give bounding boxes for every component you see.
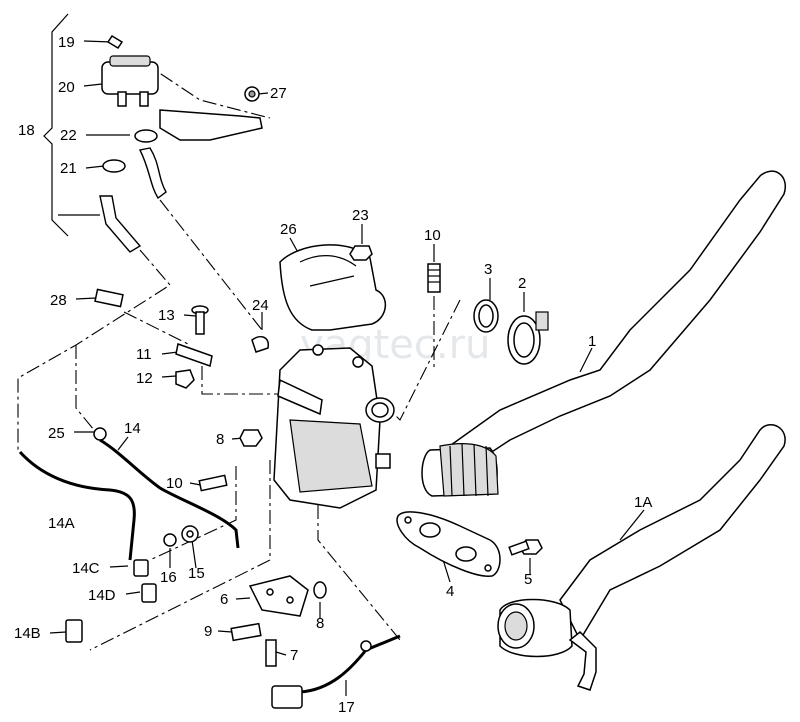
- callout-14: 14: [124, 420, 141, 437]
- exhaust-pipe-1a: [497, 424, 786, 691]
- callout-1: 1: [588, 333, 596, 350]
- bracket-6: [248, 575, 309, 617]
- callout-22: 22: [60, 127, 77, 144]
- hose-clamps: [102, 129, 158, 173]
- bolt-7: [265, 639, 277, 667]
- seal-ring: [473, 299, 499, 333]
- callout-25: 25: [48, 425, 65, 442]
- sensor-14d: [141, 583, 157, 603]
- callout-14b: 14B: [14, 625, 41, 642]
- stud-28: [94, 288, 124, 308]
- callout-8-top: 8: [216, 431, 224, 448]
- callout-3: 3: [484, 261, 492, 278]
- washer-16: [163, 533, 177, 547]
- callout-2: 2: [518, 275, 526, 292]
- washer-15: [181, 525, 199, 543]
- temperature-sensor-lines: [18, 427, 240, 561]
- leader-lines: [49, 40, 645, 696]
- pressure-sensor: [101, 34, 159, 107]
- callout-14a: 14A: [48, 515, 75, 532]
- callout-9: 9: [204, 623, 212, 640]
- callout-5: 5: [524, 571, 532, 588]
- nut-8-top: [239, 429, 263, 447]
- heat-shield: [279, 244, 386, 331]
- clip-24: [251, 335, 269, 353]
- callout-10-top: 10: [424, 227, 441, 244]
- callout-13: 13: [158, 307, 175, 324]
- bracket-11: [175, 343, 213, 367]
- exhaust-pipe-1: [421, 170, 787, 497]
- callout-24: 24: [252, 297, 269, 314]
- nut-12: [175, 369, 195, 389]
- callout-labels: 19 20 27 18 22 21 26 23 10 3 2 28 13 24 …: [14, 34, 652, 716]
- callout-15: 15: [188, 565, 205, 582]
- callout-19: 19: [58, 34, 75, 51]
- stud-10-top: [427, 263, 441, 293]
- sensor-17: [271, 634, 401, 709]
- bolt-8-lower: [313, 581, 327, 599]
- nut-23: [349, 245, 373, 261]
- callout-21: 21: [60, 160, 77, 177]
- sensor-14b: [65, 619, 83, 643]
- group-18-bracket: [43, 13, 69, 237]
- sensor-bracket: [159, 86, 263, 141]
- sensor-14c: [133, 559, 149, 577]
- callout-4: 4: [446, 583, 454, 600]
- callout-14d: 14D: [88, 587, 116, 604]
- callout-14c: 14C: [72, 560, 100, 577]
- callout-17: 17: [338, 699, 355, 716]
- callout-18: 18: [18, 122, 35, 139]
- bolt-5: [508, 539, 543, 556]
- bolt-13: [191, 305, 209, 335]
- callout-12: 12: [136, 370, 153, 387]
- callout-16: 16: [160, 569, 177, 586]
- callout-6: 6: [220, 591, 228, 608]
- callout-10-lower: 10: [166, 475, 183, 492]
- sensor-hoses: [99, 147, 167, 253]
- clamp: [507, 311, 549, 365]
- callout-23: 23: [352, 207, 369, 224]
- callout-7: 7: [290, 647, 298, 664]
- callout-20: 20: [58, 79, 75, 96]
- flange-gasket: [396, 511, 501, 577]
- stud-10-lower: [198, 474, 228, 492]
- callout-26: 26: [280, 221, 297, 238]
- callout-11: 11: [136, 346, 152, 363]
- callout-1a: 1A: [634, 494, 652, 511]
- callout-27: 27: [270, 85, 287, 102]
- callout-28: 28: [50, 292, 67, 309]
- callout-8-lower: 8: [316, 615, 324, 632]
- particulate-filter: [273, 344, 395, 509]
- stud-9: [230, 622, 262, 642]
